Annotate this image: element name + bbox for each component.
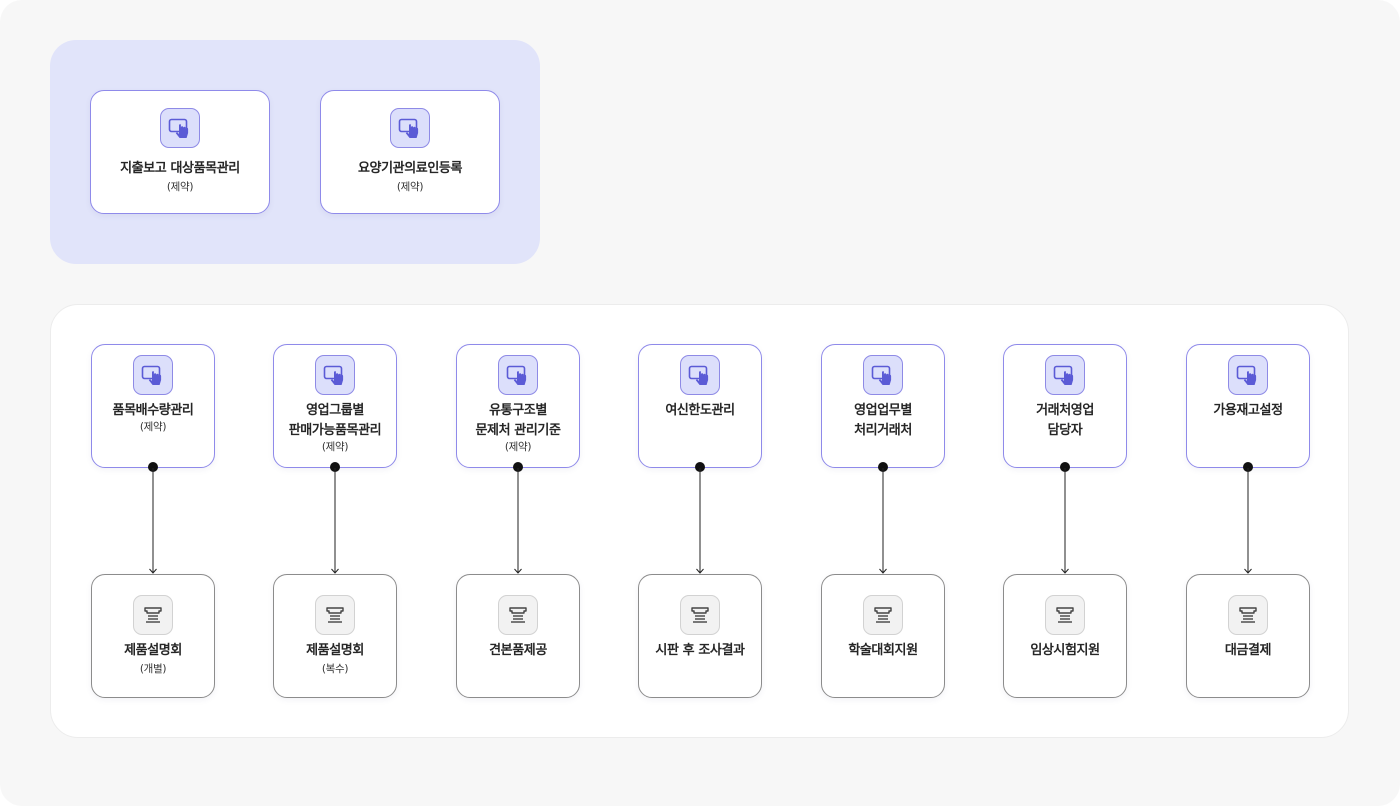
flow-top-sub: (제약) — [504, 441, 532, 453]
flow-bottom-card[interactable]: 제품설명회 (복수) — [273, 574, 397, 698]
flow-bottom-card[interactable]: 시판 후 조사결과 — [638, 574, 762, 698]
tap-screen-icon — [680, 355, 720, 395]
flow-top-label: 영업업무별 — [854, 403, 912, 418]
stand-display-icon — [1045, 595, 1085, 635]
flow-bottom-label: 제품설명회 — [124, 643, 182, 658]
stand-display-icon — [498, 595, 538, 635]
tap-screen-icon — [1228, 355, 1268, 395]
top-card-label: 지출보고 대상품목관리 — [120, 161, 240, 176]
flow-bottom-label: 학술대회지원 — [848, 643, 918, 658]
flow-top-label: 품목배수량관리 — [112, 403, 194, 418]
flow-top-label: 가용재고설정 — [1213, 403, 1283, 418]
flow-top-card[interactable]: 품목배수량관리 (제약) — [91, 344, 215, 468]
flow-top-label: 처리거래처 — [854, 423, 912, 438]
flow-top-label: 영업그룹별 — [306, 403, 364, 418]
top-card-label: 요양기관의료인등록 — [357, 161, 463, 176]
tap-screen-icon — [160, 108, 200, 148]
stand-display-icon — [1228, 595, 1268, 635]
connector-arrow — [149, 468, 157, 574]
connector-arrow — [1244, 468, 1252, 574]
connector-arrow — [1061, 468, 1069, 574]
tap-screen-icon — [390, 108, 430, 148]
flow-bottom-label: 제품설명회 — [306, 643, 364, 658]
flow-bottom-card[interactable]: 제품설명회 (개별) — [91, 574, 215, 698]
flow-bottom-sub: (개별) — [139, 663, 167, 675]
flow-top-card[interactable]: 가용재고설정 — [1186, 344, 1310, 468]
connector-arrow — [696, 468, 704, 574]
tap-screen-icon — [1045, 355, 1085, 395]
connector-start-dot — [1060, 462, 1070, 472]
flow-top-label: 문제처 관리기준 — [475, 423, 561, 438]
flow-bottom-card[interactable]: 대금결제 — [1186, 574, 1310, 698]
flow-top-label: 담당자 — [1047, 423, 1083, 438]
connector-arrow — [879, 468, 887, 574]
flow-bottom-label: 임상시험지원 — [1030, 643, 1100, 658]
tap-screen-icon — [315, 355, 355, 395]
connector-start-dot — [148, 462, 158, 472]
stand-display-icon — [680, 595, 720, 635]
top-card-sub: (제약) — [166, 181, 194, 193]
tap-screen-icon — [133, 355, 173, 395]
top-card-2[interactable]: 요양기관의료인등록 (제약) — [320, 90, 500, 214]
flow-top-label: 여신한도관리 — [665, 403, 735, 418]
flow-top-card[interactable]: 여신한도관리 — [638, 344, 762, 468]
tap-screen-icon — [863, 355, 903, 395]
flow-bottom-label: 대금결제 — [1224, 643, 1272, 658]
stand-display-icon — [133, 595, 173, 635]
connector-arrow — [331, 468, 339, 574]
flow-bottom-card[interactable]: 견본품제공 — [456, 574, 580, 698]
flow-top-sub: (제약) — [139, 421, 167, 433]
flow-bottom-sub: (복수) — [321, 663, 349, 675]
flow-top-label: 거래처영업 — [1036, 403, 1094, 418]
top-card-1[interactable]: 지출보고 대상품목관리 (제약) — [90, 90, 270, 214]
connector-start-dot — [1243, 462, 1253, 472]
connector-arrow — [514, 468, 522, 574]
flow-top-label: 판매가능품목관리 — [288, 423, 382, 438]
connector-start-dot — [513, 462, 523, 472]
stand-display-icon — [315, 595, 355, 635]
connector-start-dot — [878, 462, 888, 472]
tap-screen-icon — [498, 355, 538, 395]
connector-start-dot — [695, 462, 705, 472]
flow-bottom-label: 시판 후 조사결과 — [655, 643, 745, 658]
stand-display-icon — [863, 595, 903, 635]
flow-bottom-card[interactable]: 임상시험지원 — [1003, 574, 1127, 698]
flow-top-sub: (제약) — [321, 441, 349, 453]
top-card-sub: (제약) — [396, 181, 424, 193]
connector-start-dot — [330, 462, 340, 472]
flow-bottom-label: 견본품제공 — [489, 643, 547, 658]
flow-top-label: 유통구조별 — [489, 403, 547, 418]
flow-bottom-card[interactable]: 학술대회지원 — [821, 574, 945, 698]
